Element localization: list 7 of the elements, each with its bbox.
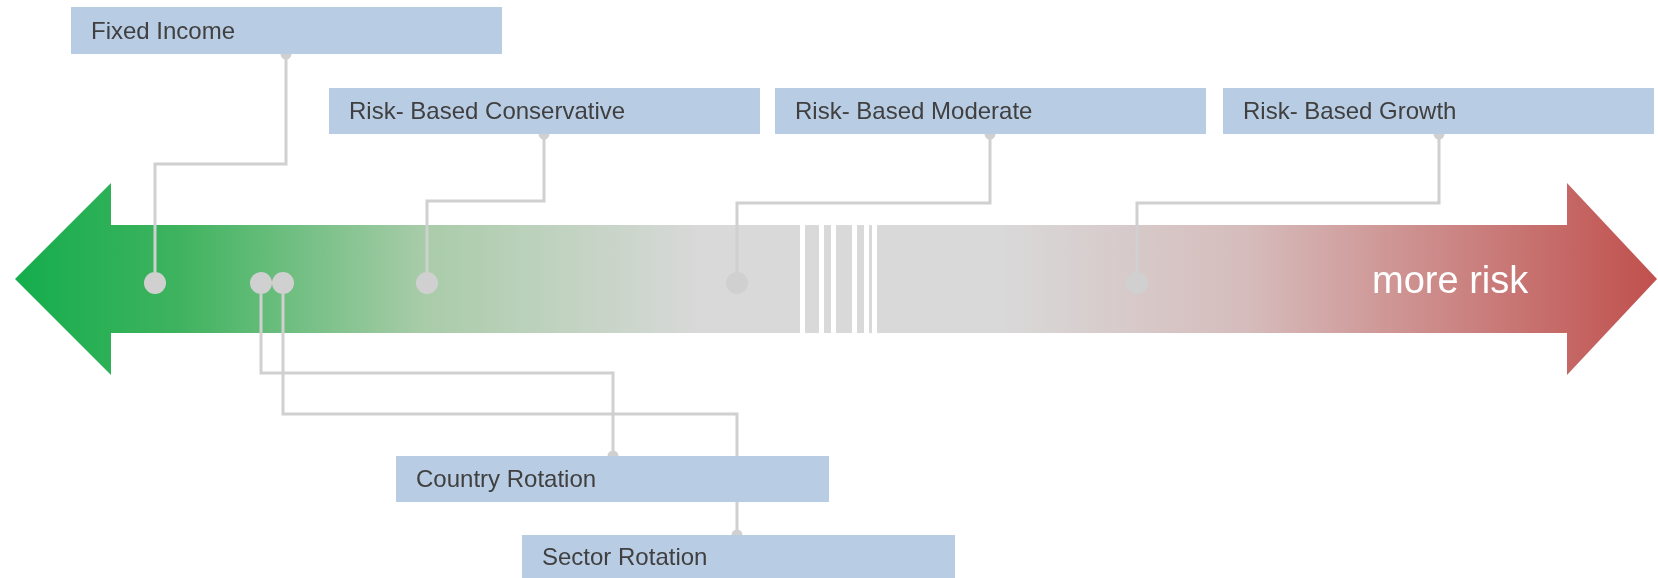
label-box: Country Rotation <box>396 456 829 502</box>
label-box: Risk- Based Growth <box>1223 88 1654 134</box>
label-box: Risk- Based Moderate <box>775 88 1206 134</box>
label-box: Fixed Income <box>71 7 502 54</box>
label-box: Sector Rotation <box>522 535 955 578</box>
arrow-label: more risk <box>1372 258 1529 302</box>
label-box: Risk- Based Conservative <box>329 88 760 134</box>
